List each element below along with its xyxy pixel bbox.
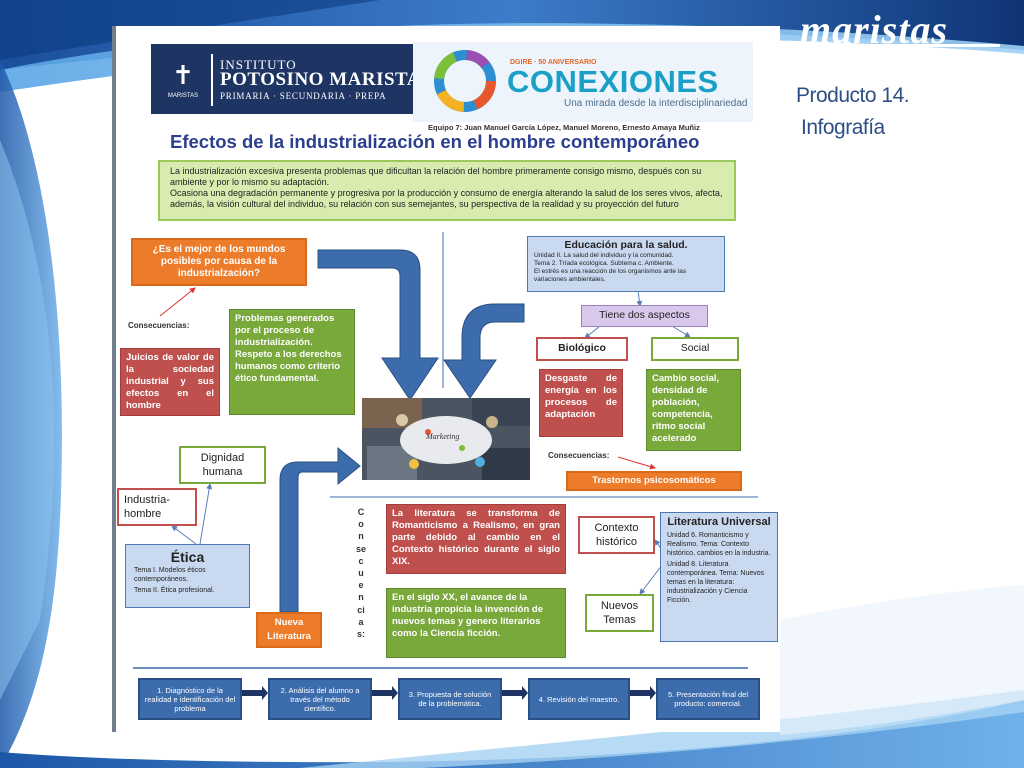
literatura-universal-line-2: Unidad 8. Literatura contemporánea. Tema… xyxy=(667,561,765,604)
logo-line-3: PRIMARIA · SECUNDARIA · PREPA xyxy=(220,91,387,101)
flow-step-3: 3. Propuesta de solución de la problemát… xyxy=(398,678,502,720)
dignidad-box: Dignidad humana xyxy=(179,446,266,484)
contexto-historico-box: Contexto histórico xyxy=(578,516,655,554)
etica-title: Ética xyxy=(170,549,205,565)
literatura-universal-line-1: Unidad 6. Romanticismo y Realismo. Tema:… xyxy=(667,532,771,557)
consecuencias-label-2: Consecuencias: xyxy=(548,451,610,460)
marketing-photo: Marketing xyxy=(362,398,530,480)
educacion-line-2: Tema 2. Tríada ecológica. Subtema c. Amb… xyxy=(534,260,674,267)
cambio-social-box: Cambio social, densidad de población, co… xyxy=(646,369,741,451)
intro-box: La industrialización excesiva presenta p… xyxy=(158,160,736,221)
conexiones-tagline: Una mirada desde la interdisciplinarieda… xyxy=(564,98,748,109)
marketing-photo-graphic xyxy=(362,398,530,480)
flow-step-2: 2. Análisis del alumno a través del méto… xyxy=(268,678,372,720)
infographic-title: Efectos de la industrialización en el ho… xyxy=(170,131,700,152)
slide-title-line1: Producto 14. xyxy=(796,84,910,107)
flow-step-4: 4. Revisión del maestro. xyxy=(528,678,630,720)
conexiones-title: CONEXIONES xyxy=(507,64,719,99)
nuevos-temas-box: Nuevos Temas xyxy=(585,594,654,632)
social-box: Social xyxy=(651,337,739,361)
logo-separator xyxy=(211,54,213,106)
flow-step-1: 1. Diagnóstico de la realidad e identifi… xyxy=(138,678,242,720)
trastornos-box: Trastornos psicosomáticos xyxy=(566,471,742,491)
etica-line-1: Tema I. Modelos éticos contemporáneos. xyxy=(134,567,206,583)
biologico-box: Biológico xyxy=(536,337,628,361)
maristas-emblem-icon: ✝ MARISTAS xyxy=(167,60,199,99)
flow-step-5: 5. Presentación final del producto: come… xyxy=(656,678,760,720)
educacion-line-3: El estrés es una reacción de los organis… xyxy=(534,268,687,283)
problemas-box: Problemas generados por el proceso de in… xyxy=(229,309,355,415)
etica-box: Ética Tema I. Modelos éticos contemporán… xyxy=(125,544,250,608)
consecuencias-vertical: Consecuencias: xyxy=(356,507,367,640)
marketing-word: Marketing xyxy=(426,432,460,441)
intro-paragraph-2: Ocasiona una degradación permanente y pr… xyxy=(170,188,723,209)
educacion-box: Educación para la salud. Unidad II. La s… xyxy=(527,236,725,292)
team-credits: Equipo 7: Juan Manuel García López, Manu… xyxy=(428,123,700,132)
desgaste-box: Desgaste de energía en los procesos de a… xyxy=(539,369,623,437)
siglo-xx-box: En el siglo XX, el avance de la industri… xyxy=(386,588,566,658)
logo-line-1: INSTITUTO xyxy=(220,57,297,72)
question-box: ¿Es el mejor de los mundos posibles por … xyxy=(131,238,307,286)
logo-line-2: POTOSINO MARISTA xyxy=(220,69,422,90)
literatura-universal-box: Literatura Universal Unidad 6. Romantici… xyxy=(660,512,778,642)
slide-title-line2: Infografía xyxy=(801,116,885,139)
logo-underline xyxy=(800,44,1000,47)
literatura-romanticismo-box: La literatura se transforma de Romantici… xyxy=(386,504,566,574)
nueva-literatura-box: Nueva Literatura xyxy=(256,612,322,648)
literatura-universal-title: Literatura Universal xyxy=(667,516,771,528)
educacion-line-1: Unidad II. La salud del individuo y la c… xyxy=(534,252,674,259)
intro-paragraph-1: La industrialización excesiva presenta p… xyxy=(170,166,702,187)
educacion-title: Educación para la salud. xyxy=(564,239,688,251)
conexiones-anniversary: DGIRE · 50 ANIVERSARIO xyxy=(510,59,597,66)
institute-logo-banner xyxy=(151,44,413,114)
industria-hombre-box: Industria-hombre xyxy=(117,488,197,526)
consecuencias-label: Consecuencias: xyxy=(128,321,190,330)
etica-line-2: Tema II. Ética profesional. xyxy=(134,587,215,594)
juicios-box: Juicios de valor de la sociedad industri… xyxy=(120,348,220,416)
slide-title: Producto 14. Infografía xyxy=(796,80,910,144)
tiene-dos-aspectos-box: Tiene dos aspectos xyxy=(581,305,708,327)
conexiones-ring-icon xyxy=(434,50,496,112)
